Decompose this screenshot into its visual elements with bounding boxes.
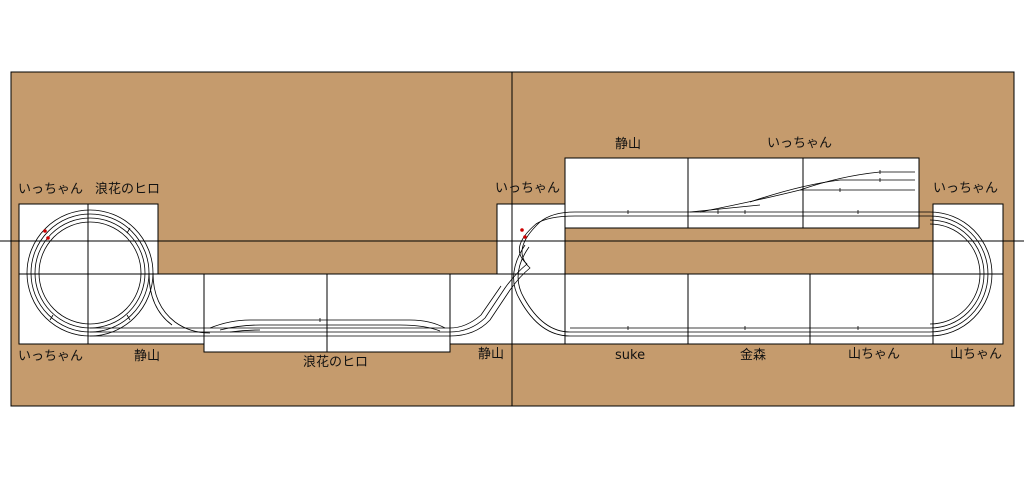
signal-marker	[43, 229, 47, 233]
label-owner: 山ちゃん	[950, 347, 1003, 362]
sleepers	[49, 170, 881, 330]
label-owner: 金森	[740, 348, 767, 363]
label-owner: suke	[615, 348, 646, 363]
label-owner: いっちゃん	[767, 136, 833, 151]
module-left-bottom	[18, 273, 205, 345]
label-owner: 静山	[134, 349, 161, 364]
s-curve-track	[152, 272, 211, 334]
label-owner: 浪花のヒロ	[303, 355, 369, 370]
label-owner: いっちゃん	[495, 181, 561, 196]
main-loop-track	[90, 211, 993, 337]
module-right-top	[932, 203, 1004, 275]
signal-marker	[523, 235, 527, 239]
signal-markers	[43, 228, 527, 240]
grid-lines	[0, 72, 1024, 406]
module-center-right	[449, 273, 566, 345]
label-owner: いっちゃん	[18, 182, 84, 197]
signal-marker	[46, 236, 50, 240]
label-owner: 静山	[478, 347, 505, 362]
label-owner: 山ちゃん	[848, 347, 901, 362]
label-owner: 静山	[615, 137, 642, 152]
module-mid-top	[496, 203, 566, 275]
label-owner: 浪花のヒロ	[95, 182, 161, 197]
center-siding-track	[209, 319, 446, 329]
signal-marker	[520, 228, 524, 232]
module-bottom-right	[564, 273, 1004, 345]
tracks	[26, 171, 993, 337]
label-owner: いっちゃん	[18, 349, 84, 364]
upper-siding-track	[699, 189, 915, 213]
label-owner: いっちゃん	[933, 181, 999, 196]
module-upper	[564, 157, 920, 229]
